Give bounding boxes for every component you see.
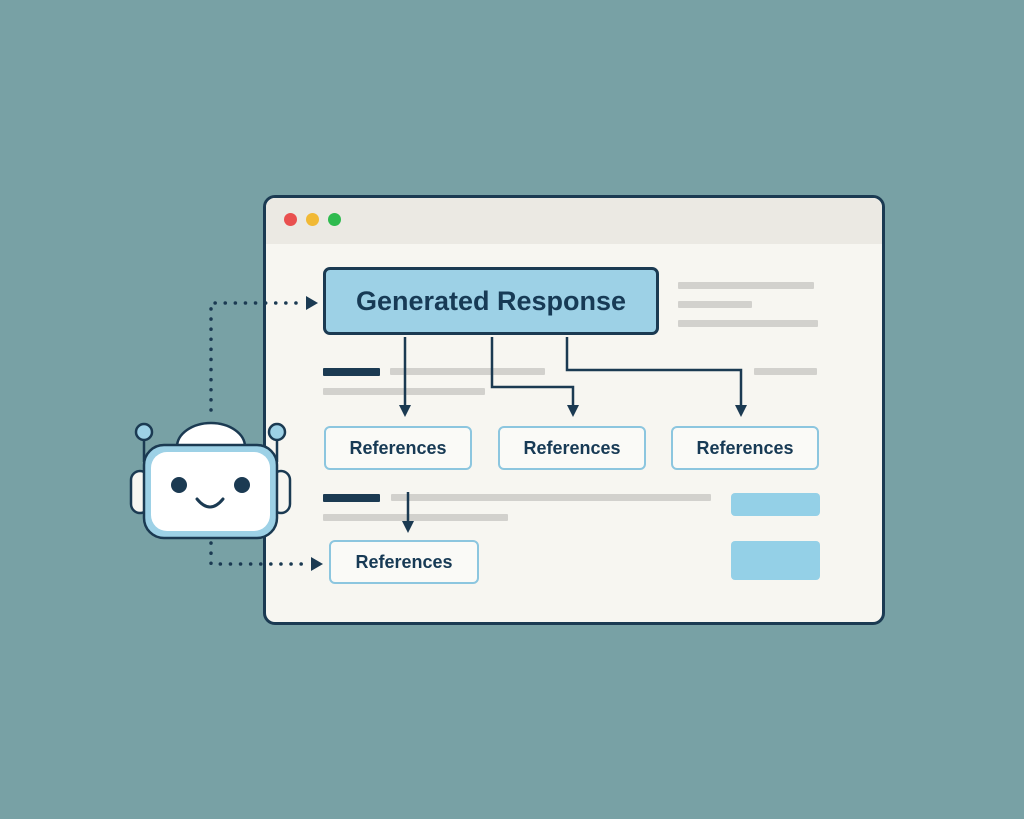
generated-response-label: Generated Response [355, 285, 627, 316]
placeholder-line [323, 514, 508, 521]
minimize-window-dot[interactable] [306, 213, 319, 226]
window-titlebar [266, 198, 882, 244]
placeholder-line [754, 368, 817, 375]
placeholder-line [678, 282, 814, 289]
placeholder-heading [323, 494, 380, 502]
reference-box[interactable]: References [324, 426, 472, 470]
placeholder-line [678, 301, 752, 308]
placeholder-heading [323, 368, 380, 376]
reference-label: References [696, 437, 794, 458]
maximize-window-dot[interactable] [328, 213, 341, 226]
reference-label: References [523, 437, 621, 458]
reference-box[interactable]: References [671, 426, 819, 470]
placeholder-line [390, 368, 545, 375]
reference-label: References [355, 551, 453, 572]
generated-response-box[interactable]: Generated Response [323, 267, 659, 335]
reference-box[interactable]: References [498, 426, 646, 470]
placeholder-line [678, 320, 818, 327]
placeholder-block [731, 541, 820, 580]
reference-box[interactable]: References [329, 540, 479, 584]
reference-label: References [349, 437, 447, 458]
placeholder-block [731, 493, 820, 516]
placeholder-line [391, 494, 711, 501]
close-window-dot[interactable] [284, 213, 297, 226]
